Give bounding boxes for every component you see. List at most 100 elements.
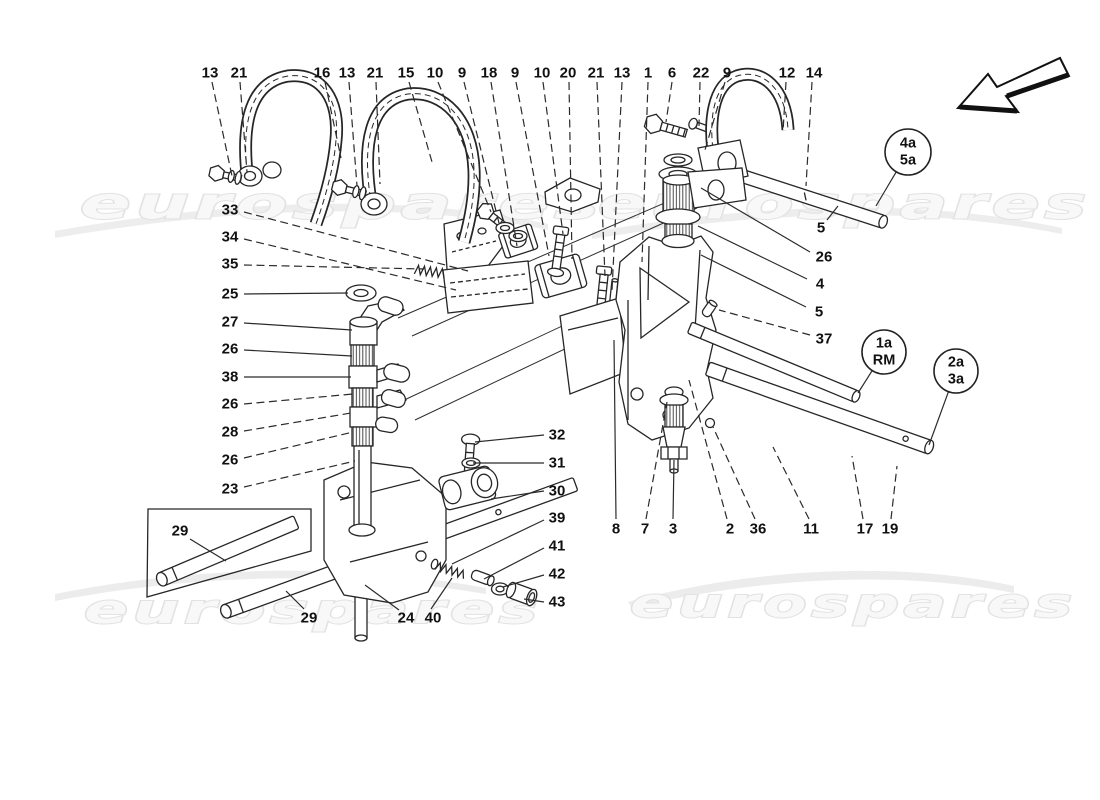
callout-label: 1 bbox=[644, 65, 652, 82]
callout-label: 25 bbox=[222, 286, 239, 303]
callout-leader-line bbox=[239, 81, 248, 173]
callout-label: 39 bbox=[549, 510, 566, 527]
callout-label: 28 bbox=[222, 424, 239, 441]
callout-label: 24 bbox=[398, 610, 415, 627]
callout-leader-line bbox=[243, 349, 353, 357]
callout-leader-line bbox=[243, 292, 349, 295]
callout-label: 7 bbox=[641, 521, 649, 538]
spring-40 bbox=[430, 558, 465, 579]
circled-callout-leader-line bbox=[857, 370, 873, 394]
callout-leader-line bbox=[502, 574, 545, 588]
detent-ball-36 bbox=[704, 417, 716, 429]
circled-callout-leader-line bbox=[928, 391, 950, 446]
callout-label: 8 bbox=[612, 521, 620, 538]
callout-leader-line bbox=[805, 81, 813, 187]
callout-label: 26 bbox=[222, 341, 239, 358]
callout-label: 26 bbox=[816, 249, 833, 266]
shift-rod-2a-3a bbox=[705, 361, 935, 455]
callout-label: 3 bbox=[669, 521, 677, 538]
shaft-tube-23 bbox=[353, 445, 372, 529]
callout-leader-line bbox=[665, 81, 673, 123]
callout-label: 43 bbox=[549, 594, 566, 611]
bolt-13-left bbox=[208, 164, 243, 185]
callout-label: 10 bbox=[534, 65, 551, 82]
callout-label: 4 bbox=[816, 276, 825, 293]
callout-label: 31 bbox=[549, 455, 566, 472]
circled-callout-label: 3a bbox=[948, 372, 965, 388]
shift-rod-29a bbox=[155, 515, 299, 587]
bolt-13-center bbox=[330, 179, 368, 201]
swoosh-decoration bbox=[592, 207, 1062, 239]
circled-callout-bubble bbox=[861, 329, 907, 375]
callout-leader-line bbox=[324, 81, 342, 159]
callout-label: 14 bbox=[806, 65, 823, 82]
splined-bush-26 bbox=[351, 426, 374, 447]
selector-shaft-stack bbox=[345, 284, 411, 537]
callout-leader-line bbox=[596, 81, 606, 277]
callout-leader-line bbox=[698, 81, 701, 127]
plunger-41 bbox=[470, 569, 495, 587]
callout-leader-line bbox=[611, 81, 623, 292]
callout-leader-line bbox=[782, 81, 787, 133]
callout-leader-line bbox=[718, 309, 811, 336]
left-shift-fork bbox=[237, 69, 344, 227]
callout-leader-line bbox=[243, 238, 457, 291]
callout-leader-line bbox=[243, 460, 356, 488]
callout-leader-line bbox=[826, 205, 839, 221]
callout-leader-line bbox=[243, 264, 425, 270]
callout-label: 12 bbox=[779, 65, 796, 82]
callout-leader-line bbox=[211, 81, 233, 177]
callout-label: 40 bbox=[425, 610, 442, 627]
clamp-block-upper bbox=[544, 177, 601, 213]
callout-leader-line bbox=[641, 81, 649, 263]
callout-leader-line bbox=[243, 322, 353, 331]
watermark-text: eurospares bbox=[80, 178, 604, 229]
callout-label: 9 bbox=[458, 65, 466, 82]
callout-label: 37 bbox=[816, 331, 833, 348]
callout-leader-line bbox=[700, 187, 811, 253]
callout-label: 21 bbox=[231, 65, 248, 82]
bolt-6 bbox=[643, 113, 689, 138]
splined-bush-26 bbox=[350, 344, 375, 367]
callout-label: 13 bbox=[339, 65, 356, 82]
callout-leader-line bbox=[285, 590, 305, 610]
callout-label: 41 bbox=[549, 538, 566, 555]
circled-callout-bubble bbox=[933, 348, 979, 394]
callout-leader-line bbox=[364, 584, 400, 611]
callout-label: 34 bbox=[222, 229, 239, 246]
callout-label: 38 bbox=[222, 369, 239, 386]
main-housing-1 bbox=[615, 235, 717, 441]
callout-label: 21 bbox=[367, 65, 384, 82]
callout-leader-line bbox=[243, 211, 469, 272]
side-plate bbox=[559, 297, 627, 395]
callout-label: 22 bbox=[693, 65, 710, 82]
pin-37 bbox=[701, 299, 718, 318]
circled-callout-label: 1a bbox=[876, 336, 893, 352]
callout-leader-line bbox=[700, 254, 807, 308]
callout-label: 29 bbox=[301, 610, 318, 627]
splined-bush-26 bbox=[351, 387, 374, 408]
circled-callout-label: 5a bbox=[900, 153, 917, 169]
callout-label: 9 bbox=[511, 65, 519, 82]
callout-leader-line bbox=[348, 81, 358, 187]
callout-leader-line bbox=[243, 431, 354, 459]
callout-leader-line bbox=[451, 519, 545, 565]
callout-leader-line bbox=[697, 225, 808, 280]
callout-label: 18 bbox=[481, 65, 498, 82]
circled-callout-bubble bbox=[884, 128, 932, 176]
circled-callout-label: 4a bbox=[900, 136, 917, 152]
swoosh-decoration bbox=[55, 203, 548, 238]
callout-leader-line bbox=[672, 459, 675, 520]
callout-leader-line bbox=[515, 81, 550, 257]
callout-leader-line bbox=[483, 547, 545, 580]
callout-leader-line bbox=[408, 81, 433, 163]
callout-label: 26 bbox=[222, 396, 239, 413]
callout-leader-line bbox=[490, 81, 518, 247]
lower-bracket-housing bbox=[323, 461, 447, 604]
callout-label: 5 bbox=[815, 304, 823, 321]
callout-leader-line bbox=[430, 577, 453, 610]
circled-callout-label: 2a bbox=[948, 355, 965, 371]
callout-leader-line bbox=[474, 434, 545, 443]
